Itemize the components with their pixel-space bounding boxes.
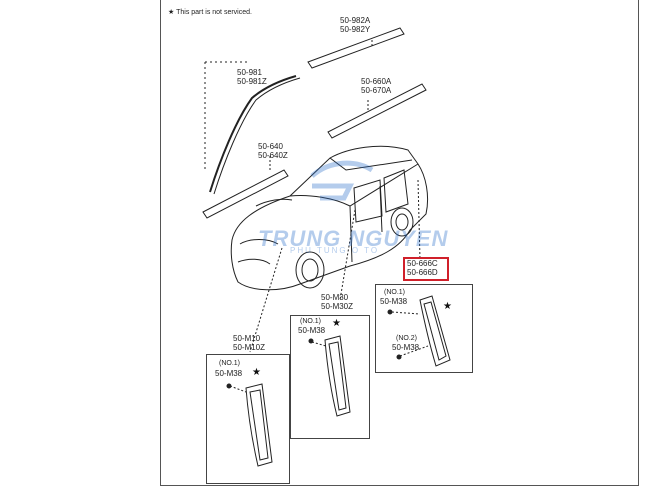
box-666-star-icon: ★ xyxy=(443,301,452,312)
box-m30-star-icon: ★ xyxy=(332,318,341,329)
detail-box-666 xyxy=(375,284,473,373)
pillar-molding-50-981 xyxy=(209,75,297,193)
box-666-code1: 50-M38 xyxy=(380,297,408,306)
diagram-frame xyxy=(160,0,639,486)
belt-molding-50-660 xyxy=(327,83,427,139)
box-m30-code: 50-M38 xyxy=(298,326,326,335)
box-666-code2: 50-M38 xyxy=(392,343,420,352)
watermark-brand: TRUNG NGUYEN xyxy=(258,226,449,251)
box-m10-no: (NO.1) xyxy=(219,360,240,367)
not-serviced-note: ★ This part is not serviced. xyxy=(168,9,252,16)
watermark-logo xyxy=(310,160,374,201)
detail-box-m30 xyxy=(290,315,370,439)
box-m10-star-icon: ★ xyxy=(252,367,261,378)
box-666-no1: (NO.1) xyxy=(384,289,405,296)
clip-m10 xyxy=(226,383,232,389)
clip-666-no2 xyxy=(396,354,402,360)
detail-box-m10 xyxy=(206,354,290,484)
box-666-no2: (NO.2) xyxy=(396,335,417,342)
belt-molding-50-640 xyxy=(202,169,289,219)
box-m30-no: (NO.1) xyxy=(300,318,321,325)
watermark-subtitle: PHU TUNG O TO xyxy=(290,246,380,255)
clip-666-no1 xyxy=(387,309,393,315)
box-m10-code: 50-M38 xyxy=(215,369,243,378)
label-50-666-highlight xyxy=(403,257,449,281)
garnish-50-m10 xyxy=(245,383,273,467)
car-outline xyxy=(230,145,429,291)
clip-m30 xyxy=(308,338,314,344)
roof-molding-50-982 xyxy=(307,27,405,69)
garnish-50-666 xyxy=(419,295,451,367)
